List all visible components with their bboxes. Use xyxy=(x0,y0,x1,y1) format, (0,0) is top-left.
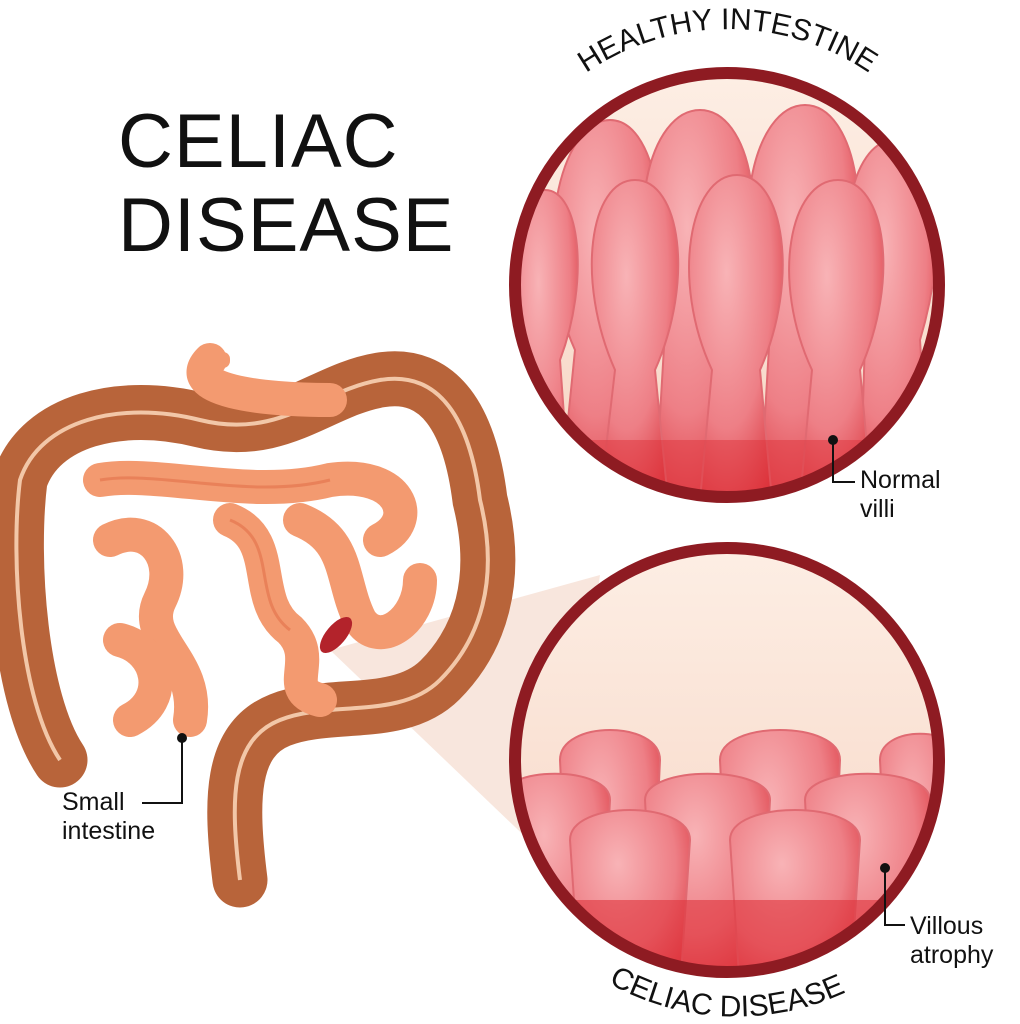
normal-villi-label: Normal villi xyxy=(860,466,941,524)
label-line: intestine xyxy=(62,817,156,845)
title-line-1: CELIAC xyxy=(118,99,399,184)
intestine-illustration xyxy=(0,343,516,908)
small-intestine-marker xyxy=(177,733,187,743)
label-line: Small xyxy=(62,788,125,816)
celiac-disease-circle xyxy=(509,542,945,978)
label-line: Villous xyxy=(910,912,984,940)
label-line: Normal xyxy=(860,466,941,494)
label-line: atrophy xyxy=(910,941,994,969)
villous-atrophy-marker xyxy=(880,863,890,873)
healthy-intestine-circle xyxy=(509,67,945,503)
title-line-2: DISEASE xyxy=(118,183,455,268)
label-line: villi xyxy=(860,495,895,523)
small-intestine-label: Small intestine xyxy=(62,788,155,846)
normal-villi-marker xyxy=(828,435,838,445)
villous-atrophy-label: Villous atrophy xyxy=(910,912,993,970)
leader-lines xyxy=(142,440,905,926)
page-title: CELIAC DISEASE xyxy=(118,100,454,268)
